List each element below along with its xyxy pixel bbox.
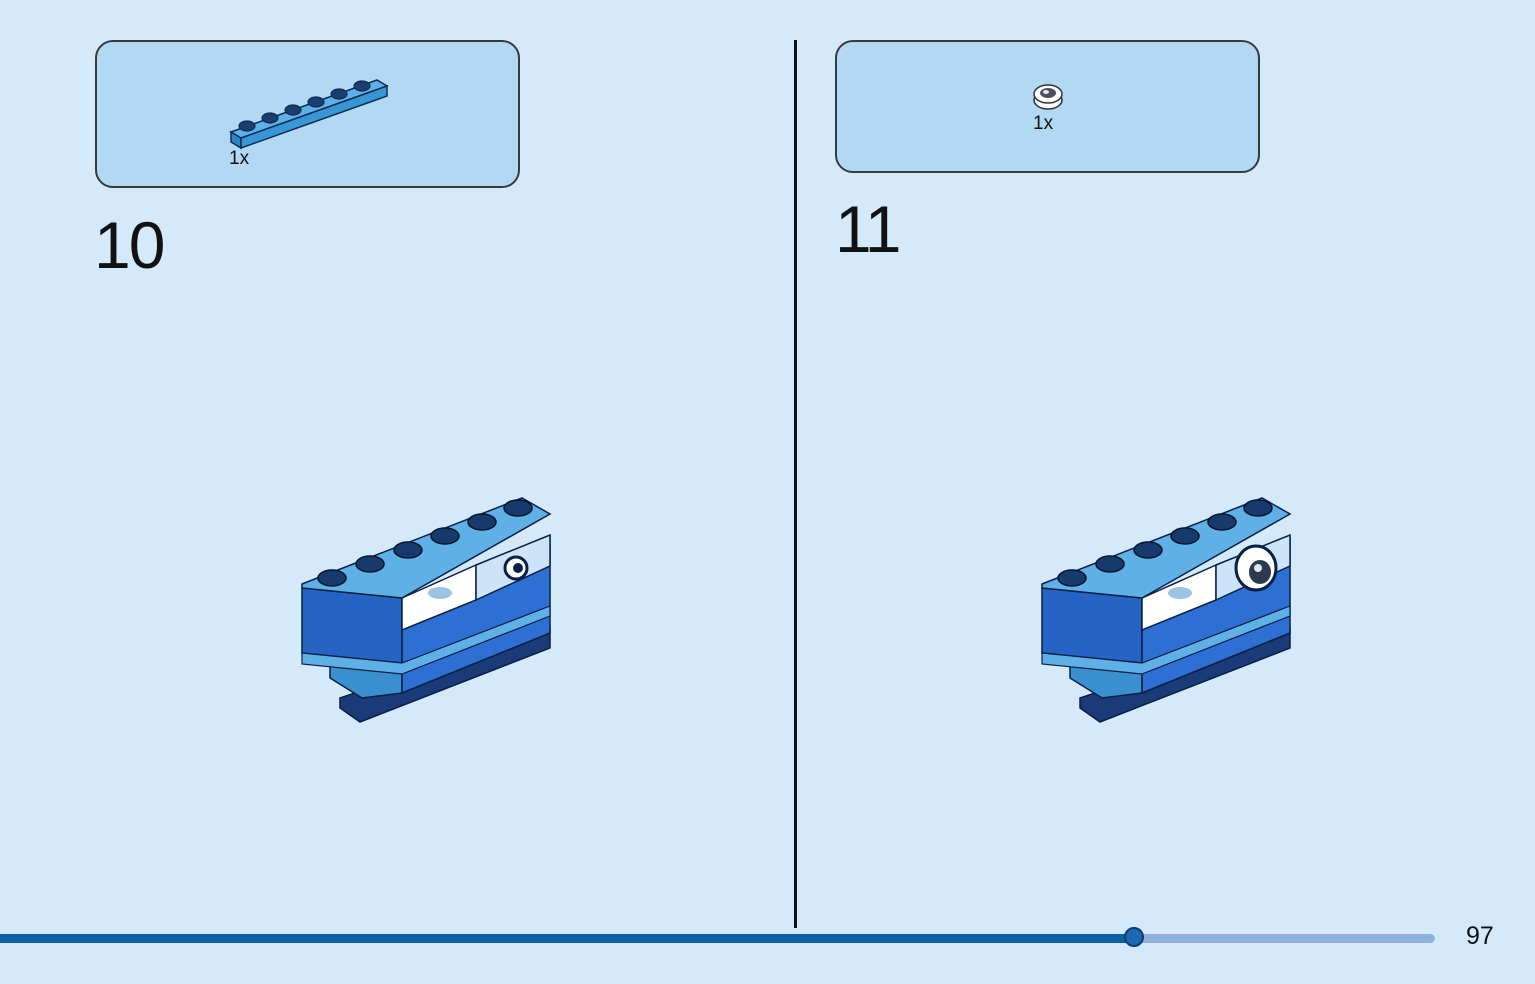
part-quantity: 1x: [229, 148, 250, 169]
round-eye-tile-icon: [1033, 84, 1063, 110]
parts-callout-step-11: 1x: [835, 40, 1260, 173]
step-number: 11: [835, 192, 902, 266]
build-model-step-11: [1041, 497, 1292, 723]
page-divider: [794, 40, 797, 928]
progress-fill: [0, 934, 1134, 943]
parts-callout-step-10: 1x: [95, 40, 520, 188]
progress-slider-handle[interactable]: [1124, 927, 1144, 947]
step-number: 10: [94, 208, 165, 282]
plate-1x6-icon: [229, 79, 389, 150]
part-quantity: 1x: [1033, 113, 1054, 134]
build-model-step-10: [301, 497, 552, 723]
page-number: 97: [1466, 922, 1494, 950]
